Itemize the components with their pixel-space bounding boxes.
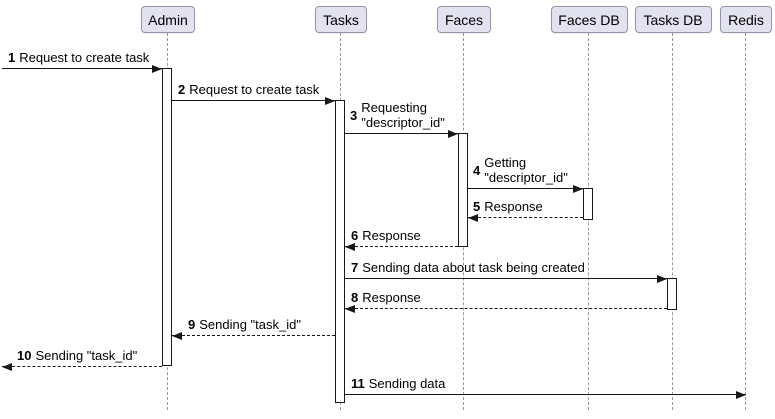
message-text-line: Response: [484, 199, 543, 214]
message-text: Request to create task: [19, 50, 149, 65]
participant-label: Faces: [444, 11, 484, 28]
message-text: Sending "task_id": [35, 348, 137, 363]
message-number: 3: [350, 107, 358, 123]
message-line-5: [468, 217, 583, 218]
arrowhead-6: [345, 243, 355, 251]
activation-faces-db: [583, 188, 593, 220]
message-text: Sending data: [369, 376, 446, 391]
arrowhead-1: [152, 65, 162, 73]
arrowhead-4: [573, 185, 583, 193]
message-number: 10: [17, 348, 32, 363]
participant-faces: Faces: [437, 6, 491, 33]
message-line-3: [345, 133, 458, 134]
participant-tasks: Tasks: [315, 6, 367, 33]
lifeline-faces-db: [588, 33, 589, 410]
activation-admin: [162, 68, 172, 366]
activation-tasks: [335, 100, 345, 403]
participant-label: Redis: [728, 11, 764, 28]
message-line-6: [345, 246, 458, 247]
message-text-line: "descriptor_id": [484, 170, 568, 185]
message-text: Requesting"descriptor_id": [361, 100, 445, 130]
arrowhead-7: [657, 275, 667, 283]
message-text-line: Requesting: [361, 100, 428, 115]
arrowhead-5: [468, 214, 478, 222]
participant-admin: Admin: [141, 6, 195, 33]
message-text-line: Sending "task_id": [35, 348, 138, 363]
lifeline-tasks-db: [672, 33, 673, 410]
arrowhead-8: [345, 305, 355, 313]
message-number: 2: [178, 82, 186, 97]
message-label-11: 11 Sending data: [351, 376, 445, 391]
message-line-11: [345, 394, 746, 395]
message-text-line: Sending "task_id": [199, 317, 301, 332]
message-text-line: Response: [362, 228, 421, 243]
message-line-9: [172, 335, 335, 336]
participant-faces-db: Faces DB: [550, 6, 628, 33]
message-text-line: Request to create task: [189, 82, 320, 97]
message-number: 7: [351, 260, 359, 275]
participant-label: Faces DB: [558, 11, 620, 28]
message-number: 4: [473, 162, 481, 178]
message-text: Response: [362, 290, 421, 305]
arrowhead-2: [325, 97, 335, 105]
message-text-line: Getting: [484, 155, 527, 170]
message-number: 8: [351, 290, 359, 305]
message-line-1: [2, 68, 162, 69]
arrowhead-11: [736, 391, 746, 399]
message-text: Request to create task: [189, 82, 319, 97]
message-text: Response: [362, 228, 421, 243]
participant-label: Tasks: [323, 11, 359, 28]
message-line-8: [345, 308, 667, 309]
activation-faces: [458, 133, 468, 247]
message-text: Sending "task_id": [199, 317, 301, 332]
arrowhead-3: [448, 130, 458, 138]
message-text-line: Sending data: [368, 376, 446, 391]
message-text: Sending data about task being created: [362, 260, 585, 275]
arrowhead-9: [172, 332, 182, 340]
message-number: 5: [473, 199, 481, 214]
message-line-2: [172, 100, 335, 101]
message-line-10: [2, 366, 162, 367]
message-text-line: Sending data about task being created: [362, 260, 585, 275]
lifeline-redis: [745, 33, 746, 410]
activation-tasks-db: [667, 278, 677, 310]
message-number: 11: [351, 376, 365, 391]
message-number: 6: [351, 228, 359, 243]
message-text: Getting"descriptor_id": [484, 155, 568, 185]
participant-tasks-db: Tasks DB: [634, 6, 712, 33]
message-text: Response: [484, 199, 543, 214]
message-number: 1: [8, 50, 16, 65]
message-number: 9: [188, 317, 196, 332]
arrowhead-10: [2, 363, 12, 371]
message-line-4: [468, 188, 583, 189]
participant-label: Tasks DB: [643, 11, 703, 28]
participant-label: Admin: [148, 11, 188, 28]
message-text-line: Request to create task: [19, 50, 150, 65]
message-text-line: Response: [362, 290, 421, 305]
message-text-line: "descriptor_id": [361, 115, 445, 130]
message-line-7: [345, 278, 667, 279]
participant-redis: Redis: [720, 6, 772, 33]
